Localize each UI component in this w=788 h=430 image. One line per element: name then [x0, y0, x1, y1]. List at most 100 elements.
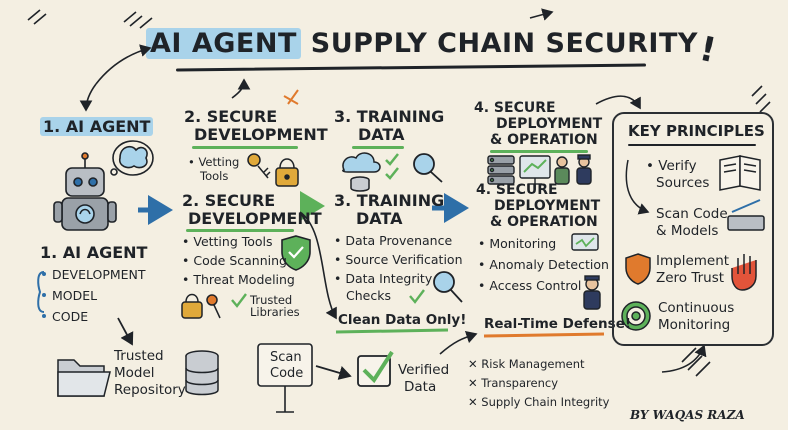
col4-item-access: Access Control — [478, 278, 581, 294]
title-rest: SUPPLY CHAIN SECURITY — [310, 28, 698, 59]
defense-underline — [483, 332, 605, 338]
integrity-magnifier-icon — [433, 271, 463, 303]
magnifier-icon — [413, 153, 443, 183]
robot-icon — [53, 152, 117, 231]
col3-heading-line1: 3. TRAINING — [334, 191, 445, 210]
outcome-transparency-text: Transparency — [481, 376, 559, 390]
outcome-integrity-text: Supply Chain Integrity — [481, 395, 610, 409]
book-icon — [719, 155, 761, 191]
col1-heading: 1. AI AGENT — [40, 243, 148, 262]
col4-top-heading-line3: & OPERATION — [490, 132, 598, 148]
scanner-icon — [727, 199, 765, 231]
col2-top-heading-line2: DEVELOPMENT — [194, 125, 328, 144]
brain-icon — [110, 140, 154, 176]
repo-line3: Repository — [114, 382, 186, 398]
col4-top-heading-line1: 4. SECURE — [474, 100, 556, 116]
trusted-check-icon — [231, 293, 247, 308]
principle-verify-line2: Sources — [656, 175, 710, 191]
principle-verify-line1: Verify — [646, 158, 696, 174]
col1-item-development: DEVELOPMENT — [52, 267, 146, 282]
database-icon — [185, 350, 219, 396]
col4-top-heading-line2: DEPLOYMENT — [496, 116, 603, 132]
shield-check-icon — [281, 235, 311, 271]
principle-zero-trust-line2: Zero Trust — [656, 270, 725, 286]
stop-hand-icon — [731, 254, 757, 291]
verified-checkbox-icon — [357, 350, 394, 387]
col2-item-vetting-tools: Vetting Tools — [182, 234, 272, 250]
col1-item-model: MODEL — [52, 288, 98, 303]
col4-heading-line1: 4. SECURE — [476, 182, 558, 198]
col4-item-anomaly: Anomaly Detection — [478, 257, 609, 273]
col1-brace — [37, 271, 45, 313]
lock-icon — [275, 158, 299, 187]
repo-line1: Trusted — [114, 348, 164, 364]
access-guard-icon — [583, 275, 601, 310]
principle-scan-line1: Scan Code — [656, 206, 728, 222]
keys-icon — [206, 294, 221, 319]
scan-sign-line2: Code — [270, 366, 304, 381]
col2-heading-line2: DEVELOPMENT — [188, 209, 322, 228]
target-icon — [621, 301, 651, 331]
col3-top-heading-line2: DATA — [358, 125, 405, 144]
col2-underline — [186, 229, 294, 232]
col1-item-code: CODE — [52, 309, 89, 324]
scan-code-sign-icon — [257, 343, 313, 413]
checklist-icon — [385, 153, 399, 180]
col3-heading-line2: DATA — [356, 209, 403, 228]
col4-item-monitoring: Monitoring — [478, 236, 556, 252]
principle-zero-trust-line1: Implement — [656, 253, 730, 269]
col2-top-item-tools: Tools — [200, 169, 229, 183]
verified-line1: Verified — [398, 362, 450, 378]
col2-heading-line1: 2. SECURE — [182, 191, 276, 210]
col1-top-heading: 1. AI AGENT — [40, 117, 154, 136]
scan-sign-line1: Scan — [270, 350, 302, 365]
col2-libraries: Libraries — [250, 305, 300, 319]
col4-heading-line3: & OPERATION — [490, 214, 598, 230]
key-principles-heading: KEY PRINCIPLES — [628, 122, 765, 140]
title-highlight: AI AGENT — [146, 28, 301, 59]
integrity-check-icon — [409, 289, 425, 304]
col3-item-integrity: Data Integrity — [334, 271, 432, 287]
key-principles-underline — [628, 144, 756, 146]
verified-line2: Data — [404, 379, 437, 395]
signature: BY WAQAS RAZA — [630, 408, 745, 422]
col2-top-item-vetting: Vetting — [188, 156, 239, 169]
cloud-database-icon — [342, 152, 381, 192]
col3-item-checks: Checks — [346, 288, 391, 303]
outcome-risk: ✕ Risk Management — [468, 357, 585, 371]
principle-scan-line2: & Models — [656, 223, 719, 239]
zero-trust-shield-icon — [625, 253, 651, 285]
outcome-integrity: ✕ Supply Chain Integrity — [468, 395, 610, 409]
col2-trusted: Trusted — [250, 293, 293, 307]
col1-top-heading-text: 1. AI AGENT — [40, 117, 154, 136]
repo-line2: Model — [114, 365, 155, 381]
col3-item-provenance: Data Provenance — [334, 233, 452, 249]
col2-top-heading-line1: 2. SECURE — [184, 107, 278, 126]
principle-monitoring-line1: Continuous — [658, 300, 735, 316]
col2-item-code-scanning: Code Scanning — [182, 253, 287, 269]
monitor-chart-icon — [519, 155, 551, 185]
outcome-transparency: ✕ Transparency — [468, 376, 559, 390]
col2-top-underline — [192, 146, 298, 149]
security-guards-icon — [554, 154, 592, 185]
principle-monitoring-line2: Monitoring — [658, 317, 731, 333]
col3-clean-data: Clean Data Only! — [338, 312, 467, 328]
col3-top-underline — [352, 146, 404, 149]
col4-heading-line2: DEPLOYMENT — [494, 198, 601, 214]
clean-data-underline — [335, 328, 449, 334]
col4-top-underline — [490, 150, 588, 153]
padlock-icon — [181, 293, 203, 319]
page-title: AI AGENT SUPPLY CHAIN SECURITY — [146, 28, 698, 59]
folder-icon — [57, 359, 111, 397]
decor-strokes — [27, 8, 771, 377]
server-icon — [487, 155, 515, 185]
col4-defense: Real-Time Defense! — [484, 316, 632, 332]
monitoring-screen-icon — [571, 233, 599, 251]
key-icon — [247, 153, 271, 179]
col3-top-heading-line1: 3. TRAINING — [334, 107, 445, 126]
key-principles-panel — [612, 112, 774, 346]
outcome-risk-text: Risk Management — [481, 357, 585, 371]
col3-item-source-verification: Source Verification — [334, 252, 462, 268]
col2-item-threat-modeling: Threat Modeling — [182, 272, 295, 288]
